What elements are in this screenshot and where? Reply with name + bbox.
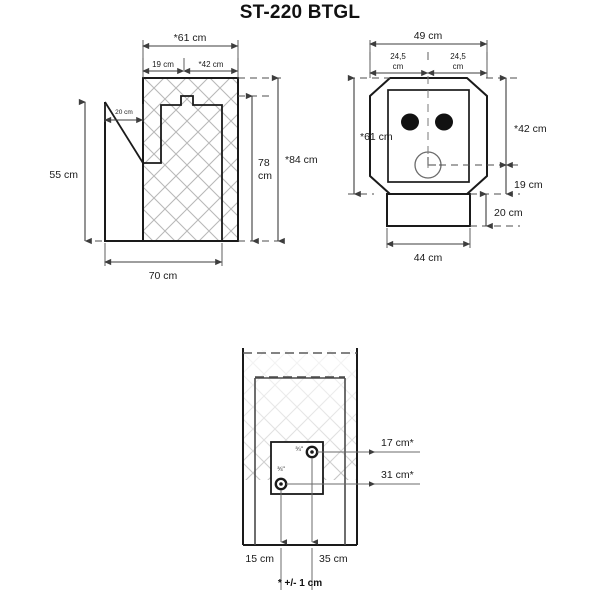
rear-inner-liner — [254, 377, 346, 545]
side-bench-outline — [104, 102, 238, 242]
front-dim-ext-base — [386, 228, 471, 248]
side-body-hatch — [143, 78, 238, 241]
side-dim-seg-left-label: 19 cm — [152, 60, 174, 69]
front-dim-height-upper-label: *42 cm — [514, 123, 547, 135]
rear-dim-port-upper-height-label: 17 cm* — [381, 437, 414, 449]
side-dim-height-total-label: *84 cm — [285, 154, 318, 166]
side-inner-chamber-profile — [143, 95, 223, 241]
front-dim-height-base-label: 20 cm — [494, 207, 523, 219]
front-knob-left[interactable] — [401, 113, 419, 131]
rear-dim-port-lower-height-label: 31 cm* — [381, 469, 414, 481]
tolerance-footnote: * +/- 1 cm — [277, 578, 323, 589]
rear-port-upper-label: ¾" — [295, 446, 303, 453]
front-dim-height-total-label: *61 cm — [360, 131, 393, 143]
side-dim-seg-right-label: *42 cm — [199, 60, 224, 69]
front-elevation-drawing: 49 cm 24,5 cm 24,5 cm *61 cm *42 cm 19 c… — [347, 30, 547, 264]
front-dim-ext-top — [369, 40, 488, 78]
front-dim-half-right-label-1: 24,5 — [450, 52, 466, 61]
side-dim-height-left-label: 55 cm — [49, 169, 78, 181]
side-dim-height-body-label-2: cm — [258, 170, 272, 182]
rear-port-lower-label: ¾" — [277, 466, 285, 473]
front-dim-height-mid-label: 19 cm — [514, 179, 543, 191]
side-dim-height-body-label-1: 78 — [258, 157, 270, 169]
front-dim-half-left-label-2: cm — [393, 62, 404, 71]
front-knob-right[interactable] — [435, 113, 453, 131]
front-dim-total-width-label: 49 cm — [414, 30, 443, 42]
front-dim-half-left-label-1: 24,5 — [390, 52, 406, 61]
front-dim-base-width-label: 44 cm — [414, 252, 443, 264]
front-dim-ext-halves — [369, 52, 488, 60]
side-dim-base-width-label: 70 cm — [149, 270, 178, 282]
side-bench-slope — [104, 101, 144, 164]
rear-dim-offset-right-label: 35 cm — [319, 553, 348, 565]
front-dim-half-right-label-2: cm — [453, 62, 464, 71]
rear-port-lower[interactable] — [274, 477, 288, 491]
rear-connection-drawing: ¾" ¾" 17 cm* 31 cm* 15 cm 35 cm — [242, 348, 420, 590]
side-elevation-drawing: *61 cm 19 cm *42 cm 20 cm 55 cm 78 cm *8… — [49, 32, 318, 282]
side-dim-total-width-label: *61 cm — [174, 32, 207, 44]
rear-outer-walls — [242, 348, 358, 546]
rear-dim-offset-left-label: 15 cm — [245, 553, 274, 565]
side-dim-ledge-label: 20 cm — [115, 109, 133, 116]
rear-port-upper[interactable] — [305, 445, 319, 459]
front-base-plinth — [386, 193, 471, 227]
page-title: ST-220 BTGL — [239, 2, 361, 23]
